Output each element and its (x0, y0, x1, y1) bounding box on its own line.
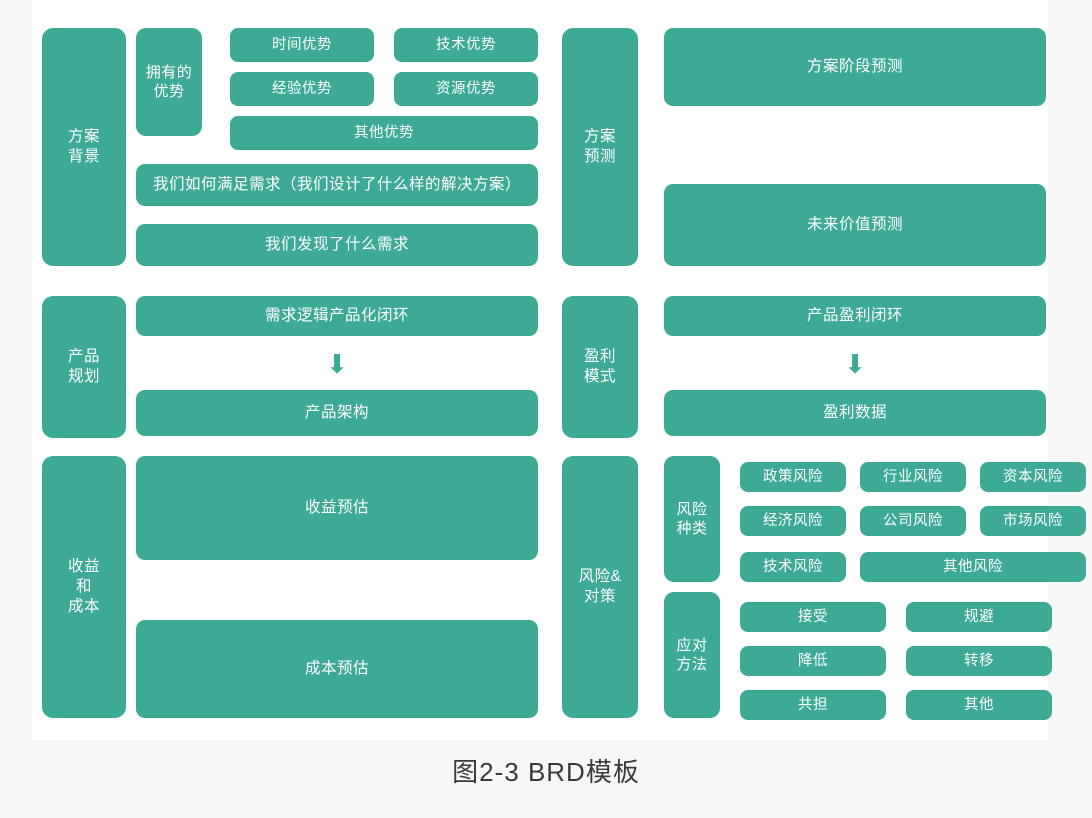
block-cost-estimate: 成本预估 (136, 620, 538, 718)
arrow-down-product: ⬇ (326, 350, 348, 380)
arrow-down-profit: ⬇ (844, 350, 866, 380)
block-avoid: 规避 (906, 602, 1052, 632)
block-technology-risk: 技术风险 (740, 552, 846, 582)
block-accept: 接受 (740, 602, 886, 632)
subgroup-risk-types: 风险 种类 (664, 456, 720, 582)
block-tech-advantage: 技术优势 (394, 28, 538, 62)
block-what-demand-found: 我们发现了什么需求 (136, 224, 538, 266)
spine-plan-background: 方案 背景 (42, 28, 126, 266)
block-resource-advantage: 资源优势 (394, 72, 538, 106)
block-economic-risk: 经济风险 (740, 506, 846, 536)
block-company-risk: 公司风险 (860, 506, 966, 536)
block-capital-risk: 资本风险 (980, 462, 1086, 492)
spine-plan-forecast: 方案 预测 (562, 28, 638, 266)
block-transfer: 转移 (906, 646, 1052, 676)
block-share: 共担 (740, 690, 886, 720)
block-time-advantage: 时间优势 (230, 28, 374, 62)
block-reduce: 降低 (740, 646, 886, 676)
block-other-risk: 其他风险 (860, 552, 1086, 582)
block-profit-data: 盈利数据 (664, 390, 1046, 436)
block-plan-stage-forecast: 方案阶段预测 (664, 28, 1046, 106)
subgroup-owned-advantage: 拥有的 优势 (136, 28, 202, 136)
block-future-value-forecast: 未来价值预测 (664, 184, 1046, 266)
block-revenue-estimate: 收益预估 (136, 456, 538, 560)
block-product-architecture: 产品架构 (136, 390, 538, 436)
block-demand-logic-loop: 需求逻辑产品化闭环 (136, 296, 538, 336)
block-market-risk: 市场风险 (980, 506, 1086, 536)
spine-product-plan: 产品 规划 (42, 296, 126, 438)
spine-revenue-cost: 收益 和 成本 (42, 456, 126, 718)
block-policy-risk: 政策风险 (740, 462, 846, 492)
figure-caption: 图2-3 BRD模板 (452, 757, 640, 787)
block-other-advantage: 其他优势 (230, 116, 538, 150)
subgroup-response-methods: 应对 方法 (664, 592, 720, 718)
block-industry-risk: 行业风险 (860, 462, 966, 492)
block-experience-advantage: 经验优势 (230, 72, 374, 106)
block-other-method: 其他 (906, 690, 1052, 720)
diagram-canvas: 方案 背景 拥有的 优势 时间优势 技术优势 经验优势 资源优势 其他优势 我们… (32, 0, 1086, 740)
block-product-profit-loop: 产品盈利闭环 (664, 296, 1046, 336)
spine-profit-model: 盈利 模式 (562, 296, 638, 438)
spine-risk-measures: 风险& 对策 (562, 456, 638, 718)
block-how-meet-demand: 我们如何满足需求（我们设计了什么样的解决方案） (136, 164, 538, 206)
